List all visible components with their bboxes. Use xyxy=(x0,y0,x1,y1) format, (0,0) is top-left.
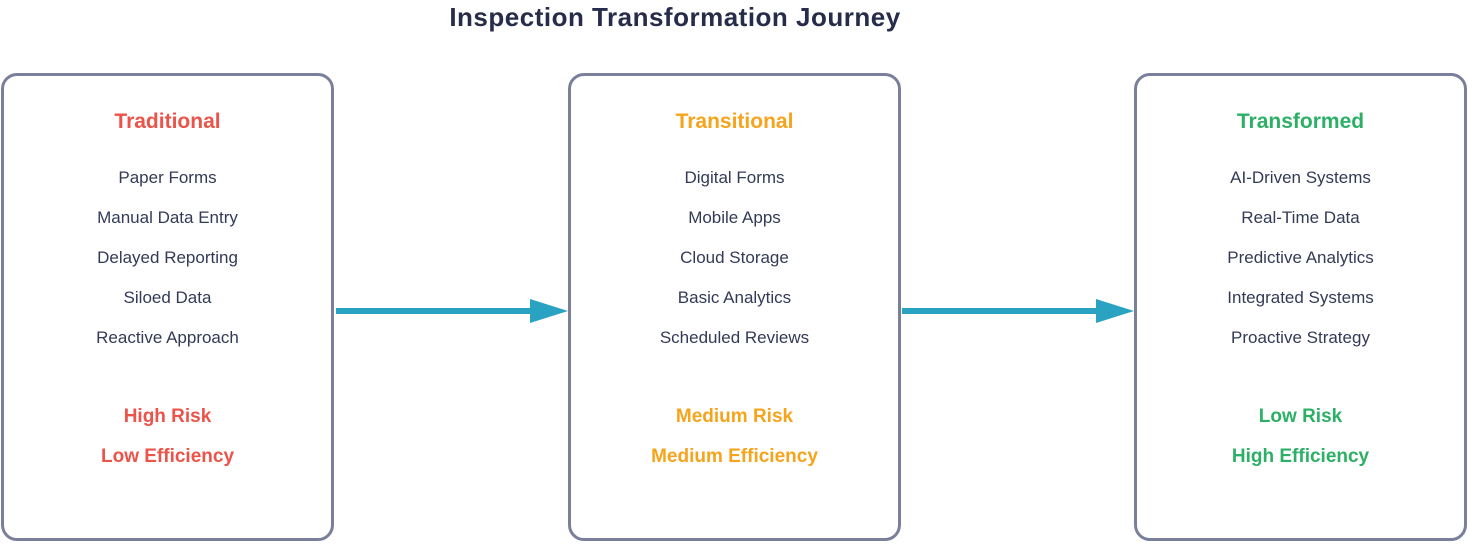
efficiency-metric: Low Efficiency xyxy=(100,446,235,467)
stage-item: Reactive Approach xyxy=(96,328,239,347)
flow-arrow-icon xyxy=(902,299,1134,323)
stage-item: Integrated Systems xyxy=(1227,288,1374,307)
stage-item: Predictive Analytics xyxy=(1227,248,1374,267)
arrow-head-icon xyxy=(530,299,568,323)
risk-metric: High Risk xyxy=(123,406,212,427)
stage-title: Traditional xyxy=(114,110,221,133)
stage-item: Real-Time Data xyxy=(1241,208,1360,227)
stage-item: Paper Forms xyxy=(118,168,217,187)
stage-title: Transitional xyxy=(675,110,794,133)
stage-metric-list: Low Risk High Efficiency xyxy=(1137,397,1464,477)
stage-metric-list: High Risk Low Efficiency xyxy=(4,397,331,477)
diagram-title: Inspection Transformation Journey xyxy=(449,2,901,32)
stage-item: Mobile Apps xyxy=(688,208,781,227)
stage-item: Proactive Strategy xyxy=(1231,328,1370,347)
risk-metric: Medium Risk xyxy=(675,406,794,427)
arrow-head-icon xyxy=(1096,299,1134,323)
stage-card-transformed: Transformed AI-Driven Systems Real-Time … xyxy=(1134,73,1467,541)
stage-item: Basic Analytics xyxy=(677,288,792,307)
efficiency-metric: Medium Efficiency xyxy=(651,446,818,467)
stage-item: Digital Forms xyxy=(684,168,785,187)
stage-card-traditional: Traditional Paper Forms Manual Data Entr… xyxy=(1,73,334,541)
stage-item: Siloed Data xyxy=(123,288,212,307)
stage-metric-list: Medium Risk Medium Efficiency xyxy=(571,397,898,477)
stage-item: Manual Data Entry xyxy=(97,208,238,227)
stage-item-list: AI-Driven Systems Real-Time Data Predict… xyxy=(1137,158,1464,358)
stage-item: AI-Driven Systems xyxy=(1230,168,1371,187)
stage-card-transitional: Transitional Digital Forms Mobile Apps C… xyxy=(568,73,901,541)
stage-item-list: Paper Forms Manual Data Entry Delayed Re… xyxy=(4,158,331,358)
efficiency-metric: High Efficiency xyxy=(1231,446,1370,467)
stage-item: Cloud Storage xyxy=(680,248,789,267)
stage-title: Transformed xyxy=(1236,110,1365,133)
risk-metric: Low Risk xyxy=(1258,406,1343,427)
stage-item: Delayed Reporting xyxy=(97,248,238,267)
stage-item: Scheduled Reviews xyxy=(659,328,810,347)
flow-arrow-icon xyxy=(336,299,568,323)
stage-item-list: Digital Forms Mobile Apps Cloud Storage … xyxy=(571,158,898,358)
